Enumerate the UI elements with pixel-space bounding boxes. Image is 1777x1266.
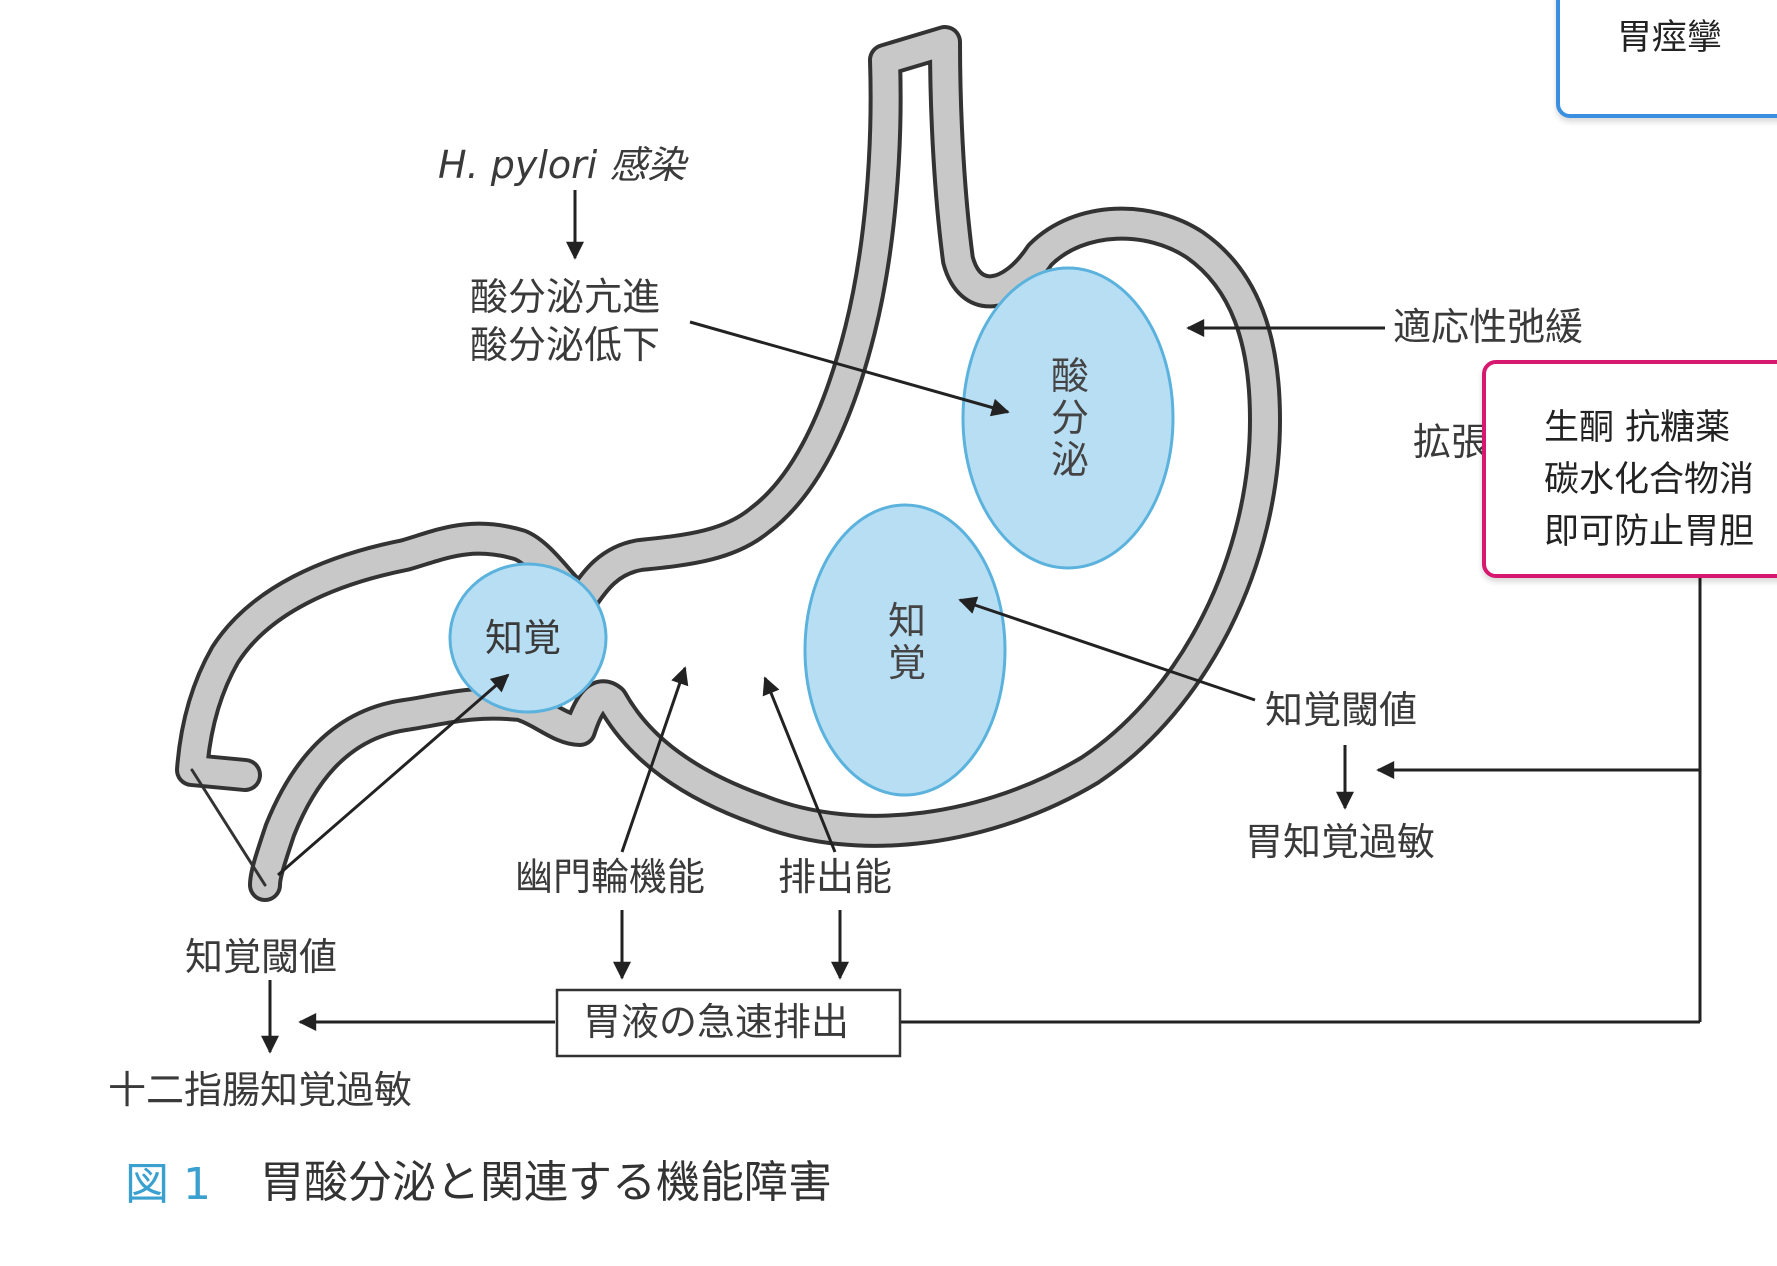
rapid-emptying-box [555, 988, 902, 1058]
arrow-to-duodenal-perception [277, 673, 510, 877]
adaptive-relaxation-label: 適応性弛緩 [1393, 305, 1584, 349]
pylorus-function-label: 幽門輪機能 [515, 855, 706, 899]
distension-label: 拡張 [1413, 420, 1490, 464]
acid-secretion-region [961, 266, 1175, 570]
callout-pink: 生酮 抗糖薬 碳水化合物消 即可防止胃胆 [1482, 360, 1777, 578]
stomach-wall [175, 25, 1282, 902]
emptying-label: 排出能 [778, 855, 893, 899]
arrows [261, 190, 1702, 1054]
callout-top-right-text: 胃痙攣 [1617, 18, 1723, 58]
figure-title: 胃酸分泌と関連する機能障害 [260, 1157, 832, 1208]
gastric-hypersensitivity-label: 胃知覚過敏 [1245, 820, 1436, 864]
acid-hypersecretion-label: 酸分泌亢進 [470, 275, 661, 319]
callout-pink-line3: 即可防止胃胆 [1544, 512, 1755, 552]
acid-hyposecretion-label: 酸分泌低下 [470, 323, 661, 367]
gastric-perception-label: 知覚 [887, 599, 926, 685]
hpylori-label: H. pylori 感染 [438, 143, 686, 187]
gastric-threshold-label: 知覚閾値 [1265, 688, 1418, 732]
arrow-pylorus-up [620, 666, 689, 853]
duodenal-perception-region [448, 562, 608, 714]
arrow-emptying-up [762, 676, 837, 853]
gastric-perception-region [803, 503, 1007, 797]
duodenal-hypersensitivity-label: 十二指腸知覚過敏 [108, 1068, 413, 1112]
callout-pink-line1: 生酮 抗糖薬 [1544, 408, 1731, 448]
arrow-threshold-to-perception [958, 596, 1256, 702]
acid-secretion-region-label: 酸分泌 [1050, 354, 1089, 482]
arrow-acid-status [689, 320, 1010, 417]
callout-pink-line2: 碳水化合物消 [1544, 460, 1755, 500]
rapid-emptying-label: 胃液の急速排出 [583, 1000, 850, 1044]
figure-number: 図 1 [125, 1159, 211, 1210]
duodenal-perception-label: 知覚 [485, 616, 562, 660]
callout-top-right: 胃痙攣 [1556, 0, 1777, 118]
duodenal-threshold-label: 知覚閾値 [185, 935, 338, 979]
